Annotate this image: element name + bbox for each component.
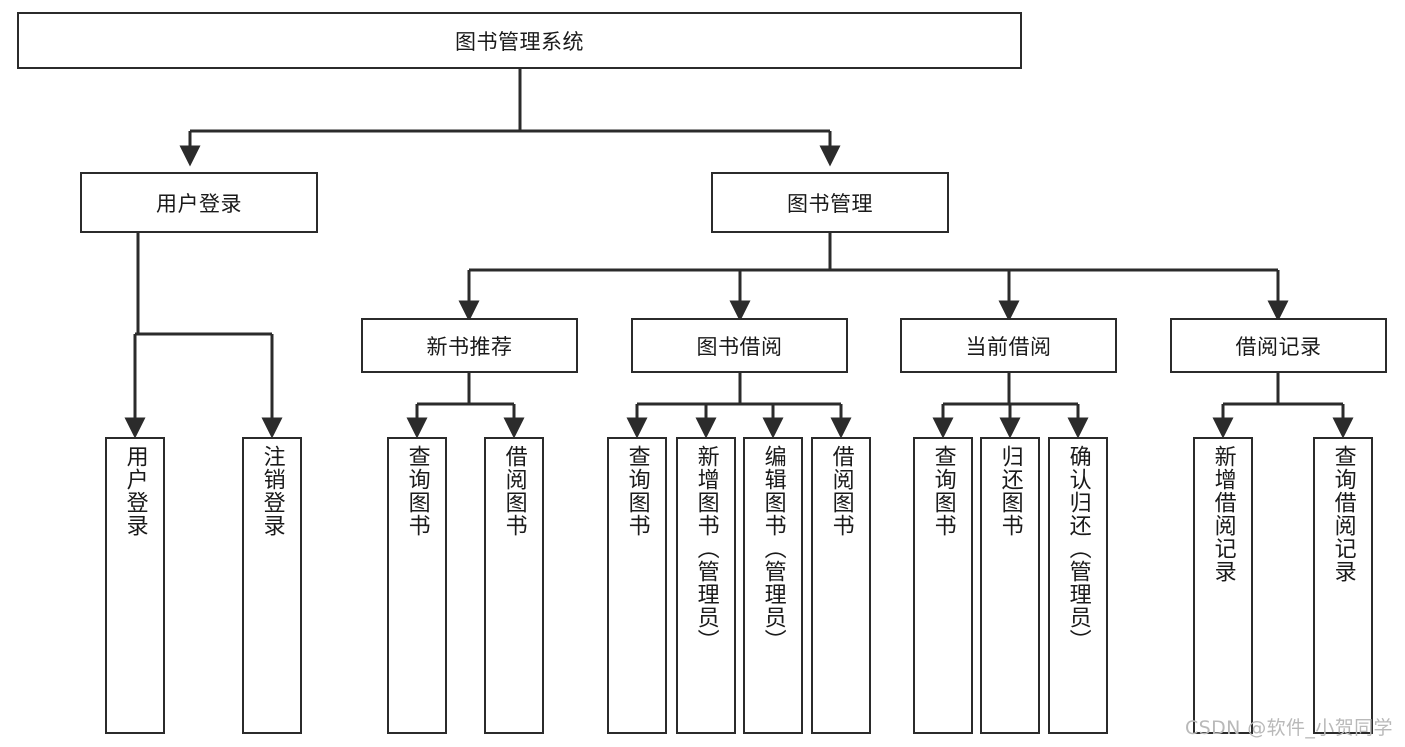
leaf-current-return-book-label: 归还图书	[997, 445, 1023, 537]
node-book-borrow[interactable]: 图书借阅	[631, 318, 848, 373]
node-user-login-label: 用户登录	[156, 191, 242, 216]
node-new-book-recommend-label: 新书推荐	[426, 334, 513, 359]
node-borrow-record[interactable]: 借阅记录	[1170, 318, 1387, 373]
node-root[interactable]: 图书管理系统	[17, 12, 1022, 69]
watermark-text: CSDN @软件_小贺同学	[1185, 717, 1393, 739]
leaf-current-confirm-return-admin-label: 确认归还（管理员）	[1065, 445, 1091, 652]
leaf-newbook-borrow-book-label: 借阅图书	[501, 445, 527, 537]
leaf-borrow-borrow-book[interactable]: 借阅图书	[811, 437, 871, 734]
leaf-borrow-add-book-admin[interactable]: 新增图书（管理员）	[676, 437, 736, 734]
leaf-borrow-query-book-label: 查询图书	[624, 445, 650, 537]
leaf-newbook-borrow-book[interactable]: 借阅图书	[484, 437, 544, 734]
leaf-borrow-query-book[interactable]: 查询图书	[607, 437, 667, 734]
node-current-borrow[interactable]: 当前借阅	[900, 318, 1117, 373]
leaf-record-query-record-label: 查询借阅记录	[1330, 445, 1356, 583]
leaf-borrow-borrow-book-label: 借阅图书	[828, 445, 854, 537]
leaf-borrow-edit-book-admin-label: 编辑图书（管理员）	[760, 445, 786, 652]
node-new-book-recommend[interactable]: 新书推荐	[361, 318, 578, 373]
node-borrow-record-label: 借阅记录	[1235, 334, 1322, 359]
leaf-current-query-book-label: 查询图书	[930, 445, 956, 537]
node-book-management-label: 图书管理	[787, 191, 873, 216]
leaf-user-login[interactable]: 用户登录	[105, 437, 165, 734]
leaf-current-return-book[interactable]: 归还图书	[980, 437, 1040, 734]
node-user-login[interactable]: 用户登录	[80, 172, 318, 233]
leaf-logout-login[interactable]: 注销登录	[242, 437, 302, 734]
leaf-record-add-record-label: 新增借阅记录	[1210, 445, 1236, 583]
leaf-borrow-edit-book-admin[interactable]: 编辑图书（管理员）	[743, 437, 803, 734]
leaf-record-add-record[interactable]: 新增借阅记录	[1193, 437, 1253, 734]
node-book-management[interactable]: 图书管理	[711, 172, 949, 233]
leaf-borrow-add-book-admin-label: 新增图书（管理员）	[693, 445, 719, 652]
leaf-newbook-query-book-label: 查询图书	[404, 445, 430, 537]
node-current-borrow-label: 当前借阅	[965, 334, 1052, 359]
leaf-user-login-label: 用户登录	[122, 445, 148, 537]
leaf-logout-login-label: 注销登录	[259, 445, 285, 537]
leaf-current-confirm-return-admin[interactable]: 确认归还（管理员）	[1048, 437, 1108, 734]
leaf-current-query-book[interactable]: 查询图书	[913, 437, 973, 734]
node-root-label: 图书管理系统	[455, 29, 584, 54]
leaf-record-query-record[interactable]: 查询借阅记录	[1313, 437, 1373, 734]
leaf-newbook-query-book[interactable]: 查询图书	[387, 437, 447, 734]
node-book-borrow-label: 图书借阅	[696, 334, 783, 359]
